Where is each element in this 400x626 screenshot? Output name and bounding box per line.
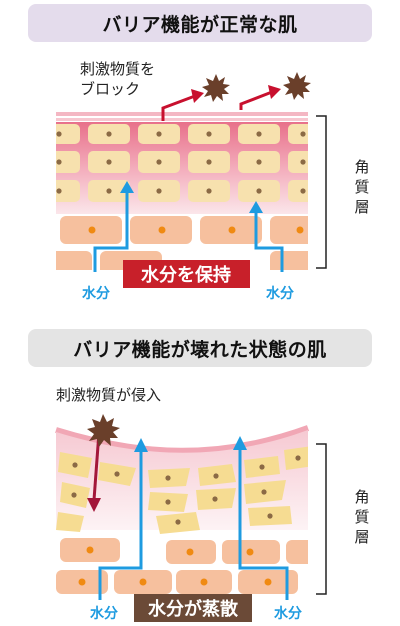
water-label-left: 水分: [90, 605, 118, 622]
layer-label-char: 層: [354, 198, 369, 216]
evaporate-label: 水分が蒸散: [148, 598, 239, 620]
layer-label-char: 角: [354, 488, 369, 506]
retain-label: 水分を保持: [141, 264, 231, 286]
layer-label-char: 角: [354, 158, 369, 176]
layer-bracket: [316, 443, 327, 595]
evaporation-arrow-right: [233, 436, 289, 600]
irritant-label: 刺激物質が侵入: [56, 386, 161, 404]
corneocyte-row: [56, 124, 308, 144]
irritant-label-line2: ブロック: [80, 80, 140, 98]
living-cell-row: [56, 538, 308, 594]
top-panel-title: バリア機能が正常な肌: [28, 4, 372, 42]
layer-bracket: [316, 115, 327, 269]
irritant-icon: [202, 74, 230, 102]
healthy-skin-illustration: [56, 72, 327, 288]
evaporate-box: [134, 594, 252, 622]
irritant-icon: [87, 414, 120, 447]
bottom-panel-title: バリア機能が壊れた状態の肌: [28, 329, 372, 367]
corneocyte-row: [56, 151, 308, 173]
water-label-right: 水分: [274, 605, 302, 622]
evaporation-arrow-left: [98, 438, 148, 600]
retain-box: [123, 260, 250, 288]
irritant-label-line1: 刺激物質を: [80, 60, 155, 78]
water-arrow-right: [249, 201, 284, 272]
block-arrow-left: [161, 89, 204, 121]
water-label-right: 水分: [266, 285, 294, 302]
layer-label-char: 質: [354, 178, 369, 196]
layer-label-char: 質: [354, 508, 369, 526]
damaged-skin-illustration: [55, 414, 327, 622]
block-arrow-right: [239, 85, 281, 110]
water-arrow-left: [93, 181, 134, 272]
corneocyte-row: [56, 180, 308, 202]
layer-label-char: 層: [354, 528, 369, 546]
water-label-left: 水分: [82, 285, 110, 302]
irritant-icon: [283, 72, 311, 100]
